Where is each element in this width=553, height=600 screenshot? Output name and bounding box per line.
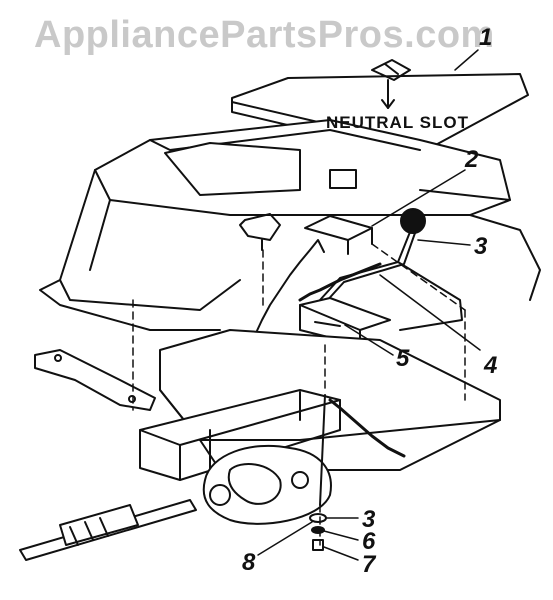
transaxle-frame <box>139 389 341 481</box>
callout-2: 2 <box>465 146 479 173</box>
transaxle <box>202 444 332 525</box>
callout-3-top: 3 <box>474 233 488 260</box>
spring-part-4 <box>254 239 382 336</box>
leader-lines <box>257 49 481 561</box>
extension-spring <box>328 398 406 458</box>
neutral-slot-label: NEUTRAL SLOT <box>326 113 469 132</box>
axle-shaft <box>19 499 197 561</box>
callout-6: 6 <box>362 528 376 555</box>
callout-1: 1 <box>479 24 493 51</box>
callout-3-bottom: 3 <box>362 506 376 533</box>
callout-7: 7 <box>362 551 376 578</box>
alignment-lines <box>132 243 466 546</box>
watermark: AppliancePartsPros.com <box>34 14 495 56</box>
callout-5: 5 <box>396 345 410 372</box>
shift-bracket-part-2 <box>304 215 373 255</box>
callout-4: 4 <box>484 352 498 379</box>
callout-8: 8 <box>242 549 256 576</box>
fender-housing <box>39 119 541 331</box>
linkage-rod <box>309 394 327 551</box>
left-strap <box>34 349 156 411</box>
